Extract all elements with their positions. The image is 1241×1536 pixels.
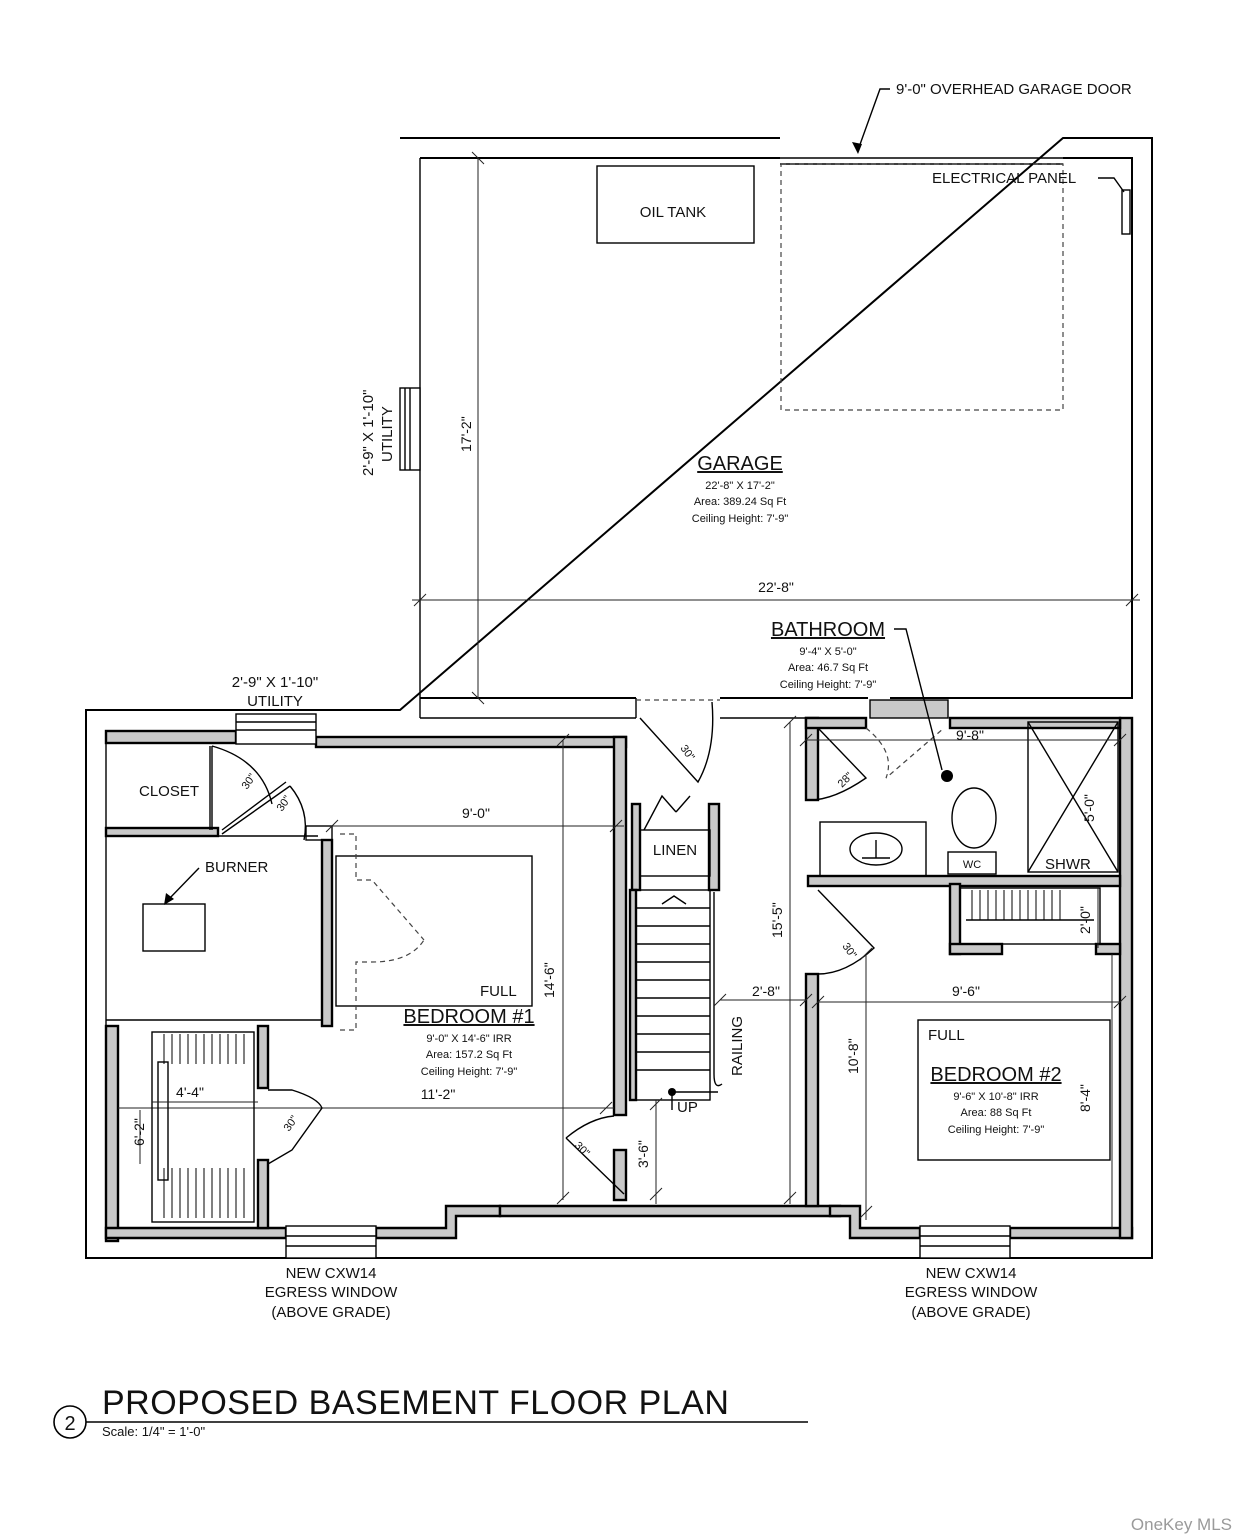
door-30-d: 30" bbox=[572, 1140, 592, 1160]
egress-window-left: NEW CXW14 EGRESS WINDOW (ABOVE GRADE) bbox=[265, 1225, 398, 1321]
title-block: 2 PROPOSED BASEMENT FLOOR PLAN Scale: 1/… bbox=[53, 1384, 808, 1439]
dim-bed1-closet-width: 4'-4" bbox=[176, 1084, 204, 1100]
stair-linen: LINEN UP RAILING 3'-6" bbox=[628, 794, 746, 1204]
utility-vertical-size: 2'-9" X 1'-10" bbox=[360, 390, 377, 476]
dim-shower-depth: 5'-0" bbox=[1081, 794, 1097, 822]
watermark: OneKey MLS bbox=[1131, 1515, 1232, 1534]
oil-tank bbox=[596, 165, 755, 244]
bed1-full-bed bbox=[335, 855, 533, 1007]
shower bbox=[1027, 721, 1119, 873]
bed2-size: 9'-6" X 10'-8" IRR bbox=[953, 1091, 1038, 1103]
garage-door-label: 9'-0" OVERHEAD GARAGE DOOR bbox=[896, 81, 1132, 98]
basement-walls bbox=[104, 716, 1134, 1243]
railing-label: RAILING bbox=[729, 1016, 746, 1076]
bed2-closet-shelf bbox=[959, 887, 1101, 945]
garage-area: Area: 389.24 Sq Ft bbox=[694, 496, 786, 508]
dim-bed1-full-width: 11'-2" bbox=[421, 1086, 456, 1102]
bed1-full-label: FULL bbox=[480, 983, 517, 1000]
bed2-title: BEDROOM #2 bbox=[930, 1064, 1061, 1086]
egress-right-line3: (ABOVE GRADE) bbox=[911, 1304, 1030, 1321]
stair bbox=[631, 889, 711, 1101]
plan-scale: Scale: 1/4" = 1'-0" bbox=[102, 1424, 206, 1439]
bath-window bbox=[869, 699, 949, 719]
plan-title: PROPOSED BASEMENT FLOOR PLAN bbox=[102, 1384, 729, 1422]
bath-area: Area: 46.7 Sq Ft bbox=[788, 662, 868, 674]
bathroom: 28" SHWR 5'-0" WC 9'-8" BATHROOM 9'-4" X… bbox=[771, 619, 1127, 877]
dim-hall-width: 2'-8" bbox=[752, 983, 780, 999]
up-label: UP bbox=[677, 1099, 698, 1116]
wc-label: WC bbox=[963, 859, 981, 871]
burner bbox=[142, 903, 206, 952]
garage-size: 22'-8" X 17'-2" bbox=[705, 480, 775, 492]
vanity bbox=[819, 821, 927, 877]
closet-label: CLOSET bbox=[139, 783, 199, 800]
electrical-panel-label: ELECTRICAL PANEL bbox=[932, 170, 1076, 187]
utility-label: UTILITY bbox=[247, 693, 303, 710]
garage: OIL TANK ELECTRICAL PANEL 9'-0" OVERHEAD… bbox=[360, 81, 1140, 705]
dim-bed2-closet-depth: 2'-0" bbox=[1077, 906, 1093, 934]
utility-size: 2'-9" X 1'-10" bbox=[232, 674, 318, 691]
bed2-ceiling: Ceiling Height: 7'-9" bbox=[948, 1124, 1045, 1136]
door-30-e: 30" bbox=[678, 743, 697, 763]
dim-garage-width: 22'-8" bbox=[758, 579, 794, 595]
dim-bath-width: 9'-8" bbox=[956, 727, 984, 743]
oil-tank-label: OIL TANK bbox=[640, 204, 706, 221]
egress-left-line3: (ABOVE GRADE) bbox=[271, 1304, 390, 1321]
drawing-number: 2 bbox=[64, 1413, 75, 1435]
hall: 30" 15'-5" 2'-8" bbox=[636, 699, 813, 1205]
bath-title: BATHROOM bbox=[771, 619, 885, 641]
dim-hall-depth: 15'-5" bbox=[769, 902, 785, 938]
dim-bed2-window-depth: 8'-4" bbox=[1077, 1084, 1093, 1112]
overhead-door-swing bbox=[780, 163, 1064, 411]
bed1-closet-shelf bbox=[151, 1031, 255, 1223]
utility-window: 2'-9" X 1'-10" UTILITY bbox=[232, 674, 318, 745]
dim-stair-clear: 3'-6" bbox=[635, 1140, 651, 1168]
bed2-area: Area: 88 Sq Ft bbox=[961, 1107, 1032, 1119]
dim-bed2-width: 9'-6" bbox=[952, 983, 980, 999]
bed2-full-label: FULL bbox=[928, 1027, 965, 1044]
outer-footprint bbox=[85, 137, 1153, 1259]
garage-title: GARAGE bbox=[697, 453, 783, 475]
bedroom-1: FULL 9'-0" 14'-6" 11'-2" bbox=[118, 733, 625, 1223]
shower-label: SHWR bbox=[1045, 856, 1091, 873]
dim-bed1-depth: 14'-6" bbox=[541, 962, 557, 998]
bed1-size: 9'-0" X 14'-6" IRR bbox=[426, 1033, 511, 1045]
dim-garage-height: 17'-2" bbox=[458, 416, 474, 452]
door-30-c: 30" bbox=[282, 1114, 301, 1134]
dim-bed1-closet-depth: 6'-2" bbox=[131, 1118, 147, 1146]
egress-left-line2: EGRESS WINDOW bbox=[265, 1284, 398, 1301]
electrical-panel bbox=[1121, 189, 1131, 235]
bath-ceiling: Ceiling Height: 7'-9" bbox=[780, 679, 877, 691]
egress-window-right: NEW CXW14 EGRESS WINDOW (ABOVE GRADE) bbox=[905, 1225, 1038, 1321]
bath-size: 9'-4" X 5'-0" bbox=[799, 646, 856, 658]
dim-bed2-depth: 10'-8" bbox=[845, 1038, 861, 1074]
bed1-title: BEDROOM #1 bbox=[403, 1006, 534, 1028]
door-30-a: 30" bbox=[240, 772, 259, 792]
egress-right-line1: NEW CXW14 bbox=[926, 1265, 1017, 1282]
garage-ceiling: Ceiling Height: 7'-9" bbox=[692, 513, 789, 525]
bed1-area: Area: 157.2 Sq Ft bbox=[426, 1049, 512, 1061]
linen-closet bbox=[639, 829, 711, 877]
door-30-b: 30" bbox=[275, 794, 294, 814]
utility-vertical-label: UTILITY bbox=[379, 406, 396, 462]
bed1-ceiling: Ceiling Height: 7'-9" bbox=[421, 1066, 518, 1078]
bedroom-2: 30" 2'-0" 9'-6" 10'-8" 8'-4" FULL BEDRO bbox=[811, 887, 1127, 1228]
garage-inner-wall bbox=[420, 157, 1133, 699]
burner-label: BURNER bbox=[205, 859, 269, 876]
toilet bbox=[951, 787, 997, 849]
door-30-f: 30" bbox=[840, 941, 859, 961]
dim-bed1-width: 9'-0" bbox=[462, 805, 490, 821]
egress-left-line1: NEW CXW14 bbox=[286, 1265, 377, 1282]
egress-right-line2: EGRESS WINDOW bbox=[905, 1284, 1038, 1301]
bed2-full-bed bbox=[917, 1019, 1111, 1161]
closet-burner-area: CLOSET 30" 30" BURNER bbox=[139, 745, 307, 952]
linen-label: LINEN bbox=[653, 842, 697, 859]
